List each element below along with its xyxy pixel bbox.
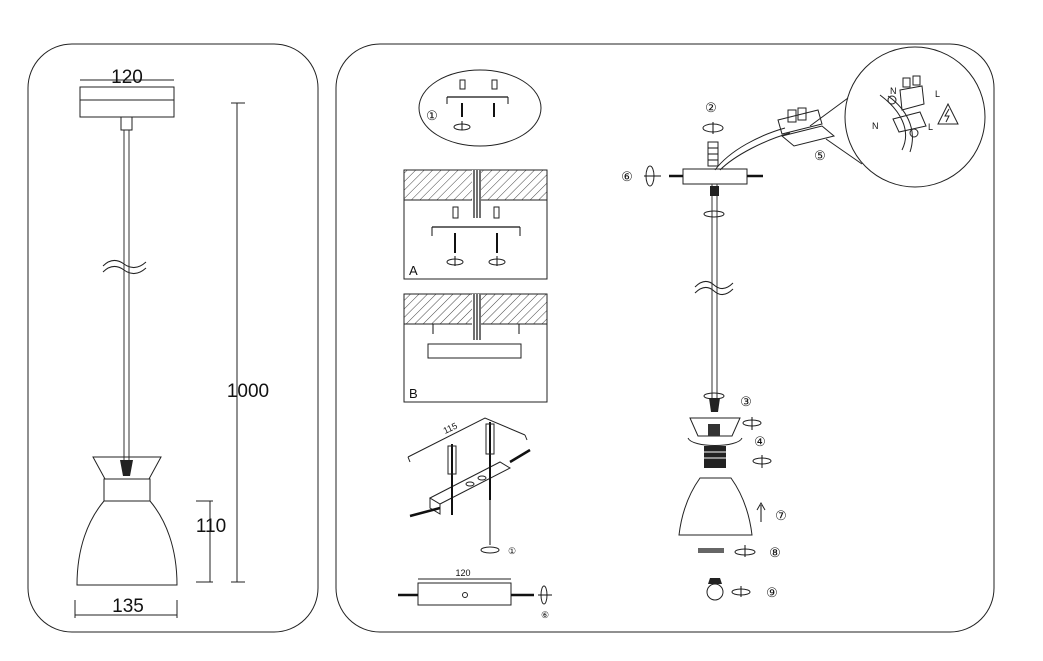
variant-a-label: A [409,263,418,278]
step8-label: ⑧ [769,545,781,560]
terminal-n-top: N [890,86,897,96]
canopy-width-label: 120 [111,67,143,88]
high-voltage-warning-icon [937,102,959,125]
instruction-panel: ① A [335,43,995,633]
mounting-bracket-detail: 115 ① [407,417,531,556]
terminal-l-top: L [935,89,940,99]
dimension-panel-frame [27,43,319,633]
shade-width-dimension: 135 [74,596,178,618]
canopy-screw-detail: 120 ⑥ [398,568,552,620]
total-height-label: 1000 [227,381,269,402]
cord-drawing [102,130,147,460]
shade-height-dimension: 110 [196,500,226,583]
lamp-assembly: ② ⑥ ⑤ [621,100,836,601]
bracket-step1-label: ① [508,546,516,556]
canopy-drawing: 120 [79,67,175,131]
step9-label: ⑨ [766,585,778,600]
canopy-width-label-right: 120 [455,568,470,578]
wiring-detail: N L N L [809,46,986,188]
step5-label: ⑤ [814,148,826,163]
ceiling-variant-b: B [403,293,548,403]
variant-b-label: B [409,386,418,401]
terminal-l-bottom: L [928,122,933,132]
step1-detail: ① [418,69,542,147]
dimension-panel: 120 1000 110 [27,43,319,633]
step4-label: ④ [754,434,766,449]
shade-drawing [76,456,178,586]
ceiling-variant-a: A [403,169,548,280]
instruction-panel-frame [335,43,995,633]
total-height-dimension: 1000 [227,102,269,583]
canopy-step6-small-label: ⑥ [541,610,549,620]
terminal-n-bottom: N [872,121,879,131]
step1-label: ① [426,108,438,123]
step7-label: ⑦ [775,508,787,523]
step6-label: ⑥ [621,169,633,184]
step2-label: ② [705,100,717,115]
shade-width-label: 135 [112,596,144,617]
bracket-width-label: 115 [442,421,459,436]
shade-height-label: 110 [196,516,226,537]
step3-label: ③ [740,394,752,409]
